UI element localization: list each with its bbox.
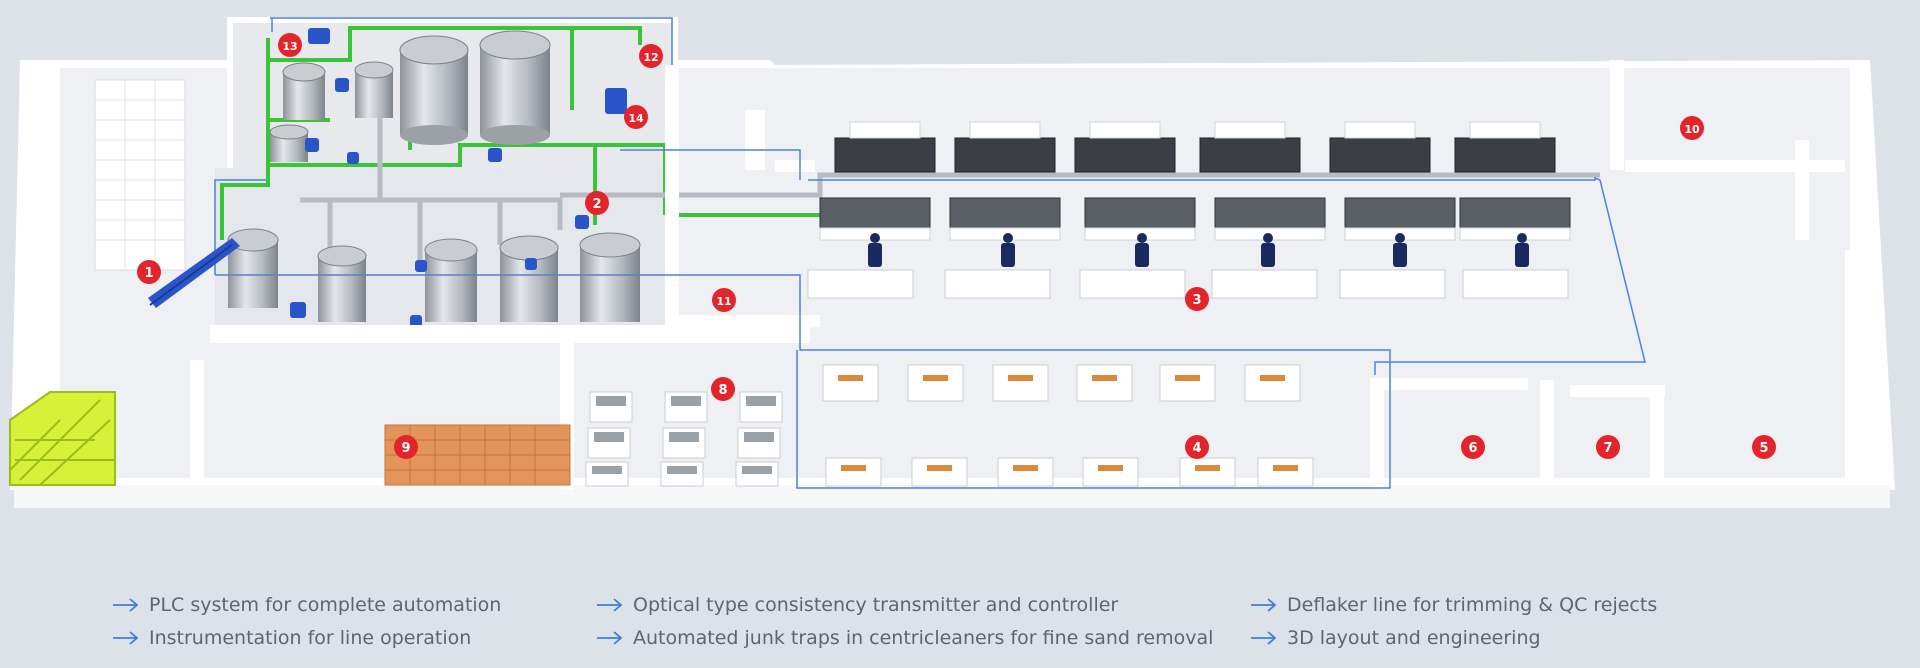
feature-item: Instrumentation for line operation bbox=[112, 623, 471, 653]
tank bbox=[282, 62, 326, 120]
tank bbox=[424, 238, 478, 322]
work-tables bbox=[807, 269, 1569, 299]
zone-marker-2: 2 bbox=[585, 191, 609, 215]
plant-layout-diagram: 1 2 3 4 5 6 7 8 9 10 11 12 13 14 bbox=[9, 17, 1895, 508]
tank bbox=[317, 245, 367, 322]
zone-marker-4: 4 bbox=[1185, 435, 1209, 459]
svg-text:1: 1 bbox=[144, 266, 153, 281]
zone-outlines bbox=[215, 149, 1646, 489]
operator bbox=[1515, 233, 1529, 267]
svg-text:2: 2 bbox=[592, 197, 601, 212]
feature-item: 3D layout and engineering bbox=[1250, 623, 1541, 653]
zone-marker-10: 10 bbox=[1680, 116, 1704, 140]
svg-text:14: 14 bbox=[628, 112, 644, 125]
operator bbox=[1135, 233, 1149, 267]
arrow-right-icon bbox=[1251, 598, 1277, 612]
arrow-right-icon bbox=[113, 598, 139, 612]
tank bbox=[399, 35, 469, 145]
operator bbox=[1001, 233, 1015, 267]
tank bbox=[579, 232, 641, 322]
shelving-rack bbox=[94, 79, 186, 271]
feature-text: PLC system for complete automation bbox=[149, 594, 502, 616]
zone-markers: 1 2 3 4 5 6 7 8 9 10 11 12 13 14 bbox=[137, 33, 1776, 459]
feature-text: Optical type consistency transmitter and… bbox=[633, 594, 1119, 616]
svg-text:5: 5 bbox=[1759, 441, 1768, 456]
zone-marker-5: 5 bbox=[1752, 435, 1776, 459]
svg-text:10: 10 bbox=[1684, 123, 1700, 136]
svg-text:11: 11 bbox=[716, 295, 731, 308]
svg-text:8: 8 bbox=[718, 383, 727, 398]
operator bbox=[868, 233, 882, 267]
zone-marker-1: 1 bbox=[137, 260, 161, 284]
pumps bbox=[290, 28, 627, 327]
feature-text: 3D layout and engineering bbox=[1287, 627, 1541, 649]
feature-item: Deflaker line for trimming & QC rejects bbox=[1250, 590, 1657, 620]
interior-walls bbox=[190, 60, 1859, 490]
zone-marker-14: 14 bbox=[624, 105, 648, 129]
feature-item: Automated junk traps in centricleaners f… bbox=[596, 623, 1213, 653]
arrow-right-icon bbox=[597, 631, 623, 645]
svg-text:7: 7 bbox=[1603, 441, 1612, 456]
storage-tanks bbox=[227, 30, 641, 322]
operator bbox=[1261, 233, 1275, 267]
zone-marker-7: 7 bbox=[1596, 435, 1620, 459]
tank bbox=[499, 235, 559, 322]
arrow-right-icon bbox=[113, 631, 139, 645]
zone-marker-6: 6 bbox=[1461, 435, 1485, 459]
pulper bbox=[227, 228, 279, 308]
feature-item: Optical type consistency transmitter and… bbox=[596, 590, 1118, 620]
svg-text:3: 3 bbox=[1192, 293, 1201, 308]
zone-marker-13: 13 bbox=[278, 33, 302, 57]
feature-item: PLC system for complete automation bbox=[112, 590, 501, 620]
tank bbox=[479, 30, 551, 145]
svg-text:6: 6 bbox=[1468, 441, 1477, 456]
feature-text: Instrumentation for line operation bbox=[149, 627, 472, 649]
zone-marker-8: 8 bbox=[711, 377, 735, 401]
svg-text:4: 4 bbox=[1192, 441, 1201, 456]
zone-marker-12: 12 bbox=[639, 44, 663, 68]
staircase bbox=[9, 391, 116, 486]
grey-pipework bbox=[300, 115, 1600, 260]
press-units bbox=[822, 364, 1314, 487]
pallet-stacks bbox=[384, 424, 571, 486]
svg-text:12: 12 bbox=[643, 51, 658, 64]
tank bbox=[354, 61, 394, 118]
drying-racks bbox=[585, 391, 783, 487]
feed-conveyor bbox=[148, 238, 240, 308]
arrow-right-icon bbox=[597, 598, 623, 612]
zone-marker-3: 3 bbox=[1185, 287, 1209, 311]
svg-text:9: 9 bbox=[401, 441, 410, 456]
feature-text: Automated junk traps in centricleaners f… bbox=[633, 627, 1214, 649]
feature-list: PLC system for complete automation Instr… bbox=[0, 585, 1920, 665]
arrow-right-icon bbox=[1251, 631, 1277, 645]
machine-row-upper bbox=[834, 121, 1556, 173]
pulper bbox=[269, 124, 309, 162]
feature-text: Deflaker line for trimming & QC rejects bbox=[1287, 594, 1658, 616]
zone-marker-11: 11 bbox=[712, 288, 736, 312]
operators bbox=[868, 233, 1529, 267]
operator bbox=[1393, 233, 1407, 267]
svg-text:13: 13 bbox=[282, 40, 297, 53]
zone-marker-9: 9 bbox=[394, 435, 418, 459]
